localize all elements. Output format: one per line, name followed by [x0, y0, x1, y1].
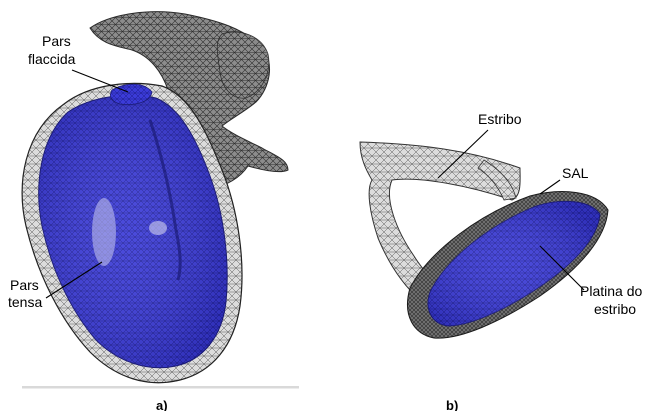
- membrane-highlight-mid: [149, 221, 167, 235]
- membrane-highlight-left: [92, 198, 116, 266]
- label-estribo: Estribo: [478, 111, 522, 127]
- label-pars-flaccida-line1: Pars: [42, 33, 71, 49]
- caption-b: b): [446, 398, 458, 411]
- panel-a-baseline: [22, 386, 299, 389]
- label-platina-line2: estribo: [594, 301, 636, 317]
- panel-a: Pars flaccida Pars tensa a): [8, 12, 299, 411]
- label-pars-tensa-line1: Pars: [10, 277, 39, 293]
- panel-b: Estribo SAL Platina do estribo b): [360, 111, 642, 411]
- label-pars-flaccida-line2: flaccida: [28, 51, 76, 67]
- label-platina-line1: Platina do: [580, 283, 642, 299]
- caption-a: a): [156, 398, 168, 411]
- label-pars-tensa-line2: tensa: [8, 294, 42, 310]
- label-sal: SAL: [562, 165, 589, 181]
